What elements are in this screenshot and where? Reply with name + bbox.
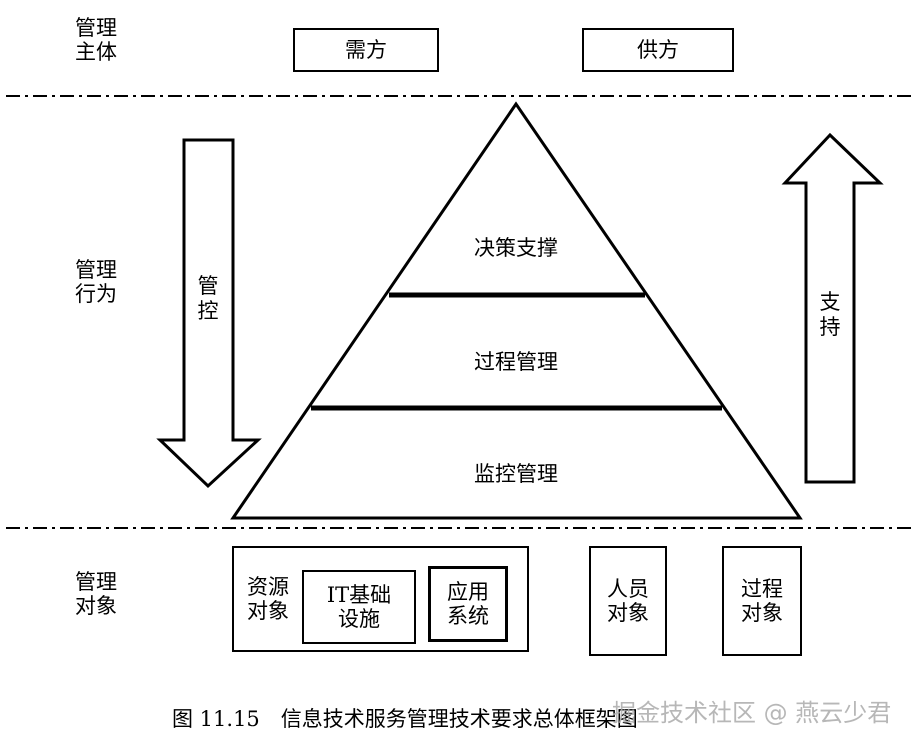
demand-side-box: 需方 [293, 28, 439, 72]
pyramid-bottom-label: 监控管理 [474, 462, 558, 486]
resource-object-label: 资源 对象 [247, 575, 289, 623]
pyramid-outline [230, 101, 803, 520]
pyramid-top-label: 决策支撑 [474, 236, 558, 260]
management-object-label: 管理 对象 [75, 570, 117, 618]
pyramid-middle-label: 过程管理 [474, 350, 558, 374]
control-arrow-label: 管 控 [197, 274, 219, 323]
supply-side-label: 供方 [637, 38, 679, 62]
management-subject-label: 管理 主体 [75, 16, 117, 64]
support-up-arrow [781, 132, 884, 484]
application-system-label: 应用 系统 [447, 580, 489, 628]
supply-side-box: 供方 [582, 28, 734, 72]
management-behavior-label: 管理 行为 [75, 258, 117, 306]
people-object-box: 人员 对象 [589, 546, 667, 656]
control-down-arrow [156, 138, 262, 489]
process-object-label: 过程 对象 [741, 577, 783, 625]
site-watermark: 掘金技术社区 @ 燕云少君 [612, 699, 892, 727]
process-object-box: 过程 对象 [722, 546, 802, 656]
it-infrastructure-box: IT基础 设施 [302, 570, 416, 644]
it-infrastructure-label: IT基础 设施 [326, 583, 392, 631]
demand-side-label: 需方 [345, 38, 387, 62]
resource-object-box: 资源 对象 IT基础 设施 应用 系统 [232, 546, 529, 652]
people-object-label: 人员 对象 [607, 577, 649, 625]
figure-caption: 图 11.15 信息技术服务管理技术要求总体框架图 [172, 707, 638, 731]
support-arrow-label: 支 持 [819, 290, 841, 339]
application-system-box: 应用 系统 [428, 566, 508, 642]
